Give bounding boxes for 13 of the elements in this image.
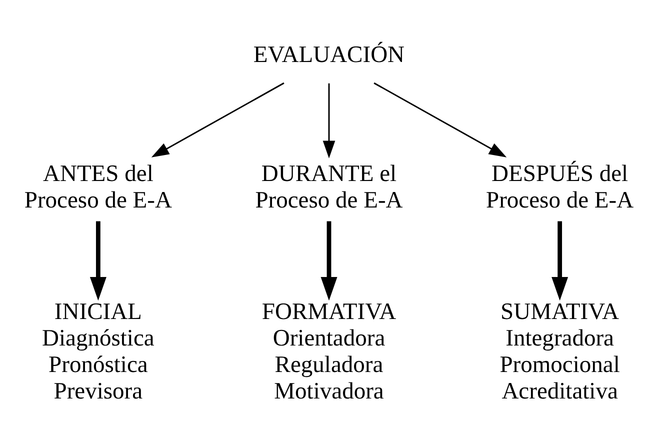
arrow — [151, 82, 284, 157]
node-text: ANTES del Proceso de E-A — [24, 160, 172, 213]
node-text: INICIAL Diagnóstica Pronóstica Previsora — [42, 298, 154, 404]
arrow — [320, 220, 338, 300]
arrow — [552, 220, 568, 300]
node-text: DESPUÉS del Proceso de E-A — [486, 160, 634, 213]
node-text: FORMATIVA Orientadora Reguladora Motivadora — [262, 298, 396, 404]
node-text: SUMATIVA Integradora Promocional Acreditativa — [500, 298, 620, 404]
node-text: EVALUACIÓN — [253, 41, 405, 68]
arrow — [322, 82, 336, 158]
arrow — [374, 82, 507, 157]
node-text: DURANTE el Proceso de E-A — [255, 160, 403, 213]
arrow — [90, 220, 106, 300]
